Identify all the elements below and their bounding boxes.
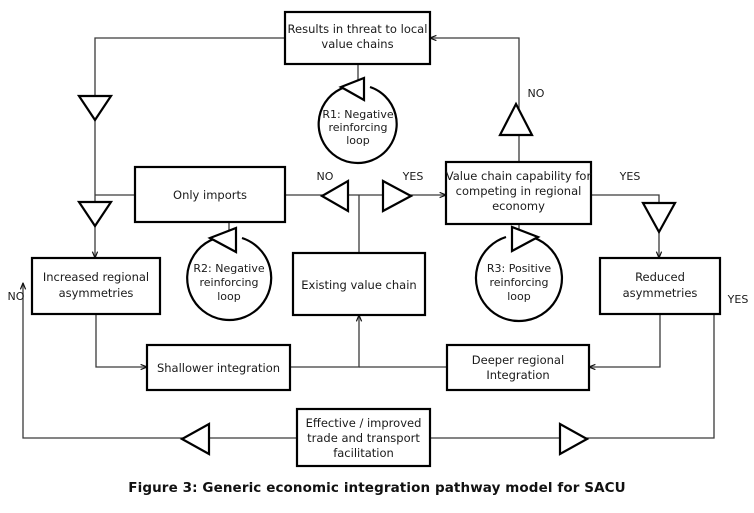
node-increased-regional-asymmetries[interactable]: Increased regional asymmetries	[30, 256, 162, 316]
node-reduced-asymmetries-line-1: asymmetries	[623, 286, 698, 300]
edge-value-chain-to-results	[430, 38, 520, 193]
node-existing-value-chain-box[interactable]	[291, 251, 427, 317]
node-deeper-regional-integration-line-0: Deeper regional	[472, 353, 564, 367]
node-value-chain-capability-line-2: economy	[492, 199, 545, 213]
loop-r2-line-0: R2: Negative	[193, 262, 264, 275]
node-reduced-asymmetries-box[interactable]	[598, 256, 722, 316]
node-only-imports[interactable]: Only imports	[133, 165, 287, 224]
loop-r1-arc	[317, 83, 398, 165]
edge-label-yes-far-right: YES	[727, 293, 749, 306]
marker-up-top-right-icon	[498, 101, 534, 137]
marker-down-right-icon	[641, 201, 677, 235]
loop-r3-line-2: loop	[507, 290, 531, 303]
node-effective-improved-facilitation[interactable]: Effective / improved trade and transport…	[295, 407, 432, 468]
edge-facilitation-to-reduced	[430, 283, 714, 439]
marker-right-value-chain-icon	[381, 179, 414, 213]
node-effective-improved-facilitation-line-2: facilitation	[333, 446, 394, 460]
node-results-in-threat-line-0: Results in threat to local	[288, 22, 428, 36]
node-reduced-asymmetries[interactable]: Reduced asymmetries	[598, 256, 722, 316]
loop-r3: R3: Positive reinforcing loop	[474, 225, 564, 323]
node-deeper-regional-integration-box[interactable]	[445, 343, 591, 392]
marker-left-only-imports-icon	[319, 179, 350, 213]
loop-r1: R1: Negative reinforcing loop	[317, 76, 398, 165]
node-value-chain-capability[interactable]: Value chain capability for competing in …	[444, 160, 593, 226]
node-reduced-asymmetries-line-0: Reduced	[635, 270, 685, 284]
edge-label-no-left: NO	[8, 290, 25, 303]
flow-markers	[76, 94, 677, 456]
edge-label-yes-right: YES	[619, 170, 641, 183]
loop-r1-line-2: loop	[346, 134, 370, 147]
edge-increased-to-shallower	[95, 314, 147, 367]
loop-r3-line-1: reinforcing	[489, 276, 548, 289]
marker-left-bottom-icon	[179, 422, 211, 456]
node-only-imports-line-0: Only imports	[173, 188, 247, 202]
edge-label-no-top-right: NO	[528, 87, 545, 100]
node-deeper-regional-integration-line-1: Integration	[486, 368, 549, 382]
node-effective-improved-facilitation-line-0: Effective / improved	[306, 416, 422, 430]
node-value-chain-capability-line-0: Value chain capability for	[446, 169, 592, 183]
node-increased-regional-asymmetries-line-0: Increased regional	[43, 270, 149, 284]
loop-r2-arc	[186, 234, 273, 322]
node-value-chain-capability-line-1: competing in regional	[456, 184, 582, 198]
node-results-in-threat[interactable]: Results in threat to local value chains	[283, 10, 432, 66]
loop-r1-arrowhead-icon	[338, 76, 366, 102]
loop-r1-line-0: R1: Negative	[322, 108, 393, 121]
node-existing-value-chain-line-0: Existing value chain	[301, 278, 416, 292]
node-only-imports-box[interactable]	[133, 165, 287, 224]
loop-r3-arc	[474, 233, 564, 323]
reinforcing-loops: R1: Negative reinforcing loop R2: Negati…	[186, 76, 564, 323]
edge-results-to-left-trunk	[94, 37, 285, 195]
marker-down-left-lower-icon	[76, 200, 114, 228]
edge-label-yes-mid-center: YES	[402, 170, 424, 183]
node-increased-regional-asymmetries-box[interactable]	[30, 256, 162, 316]
loop-r1-line-1: reinforcing	[328, 121, 387, 134]
node-deeper-regional-integration[interactable]: Deeper regional Integration	[445, 343, 591, 392]
node-existing-value-chain[interactable]: Existing value chain	[291, 251, 427, 317]
loop-r3-arrowhead-icon	[510, 225, 541, 253]
figure-caption: Figure 3: Generic economic integration p…	[128, 480, 626, 496]
node-effective-improved-facilitation-box[interactable]	[295, 407, 432, 468]
node-shallower-integration-box[interactable]	[145, 343, 292, 392]
edge-shallower-to-existing	[290, 315, 359, 368]
loop-r2: R2: Negative reinforcing loop	[186, 226, 273, 322]
marker-right-bottom-icon	[558, 422, 590, 456]
loop-r2-arrowhead-icon	[207, 226, 238, 254]
edge-label-no-mid-left: NO	[317, 170, 334, 183]
node-effective-improved-facilitation-line-1: trade and transport	[307, 431, 420, 445]
connectors	[23, 37, 714, 439]
node-shallower-integration[interactable]: Shallower integration	[145, 343, 292, 392]
edge-labels: NO YES YES NO NO YES	[8, 87, 749, 306]
loop-r2-line-1: reinforcing	[199, 276, 258, 289]
edge-reduced-to-deeper	[589, 314, 661, 367]
node-increased-regional-asymmetries-line-1: asymmetries	[59, 286, 134, 300]
node-value-chain-capability-box[interactable]	[444, 160, 593, 226]
loop-r2-line-2: loop	[217, 290, 241, 303]
node-results-in-threat-line-1: value chains	[321, 37, 393, 51]
loop-r3-line-0: R3: Positive	[487, 262, 551, 275]
marker-down-left-upper-icon	[76, 94, 114, 122]
nodes: Results in threat to local value chains …	[30, 10, 722, 468]
edge-value-chain-to-reduced	[591, 194, 659, 258]
node-shallower-integration-line-0: Shallower integration	[157, 361, 280, 375]
node-results-in-threat-box[interactable]	[283, 10, 432, 66]
